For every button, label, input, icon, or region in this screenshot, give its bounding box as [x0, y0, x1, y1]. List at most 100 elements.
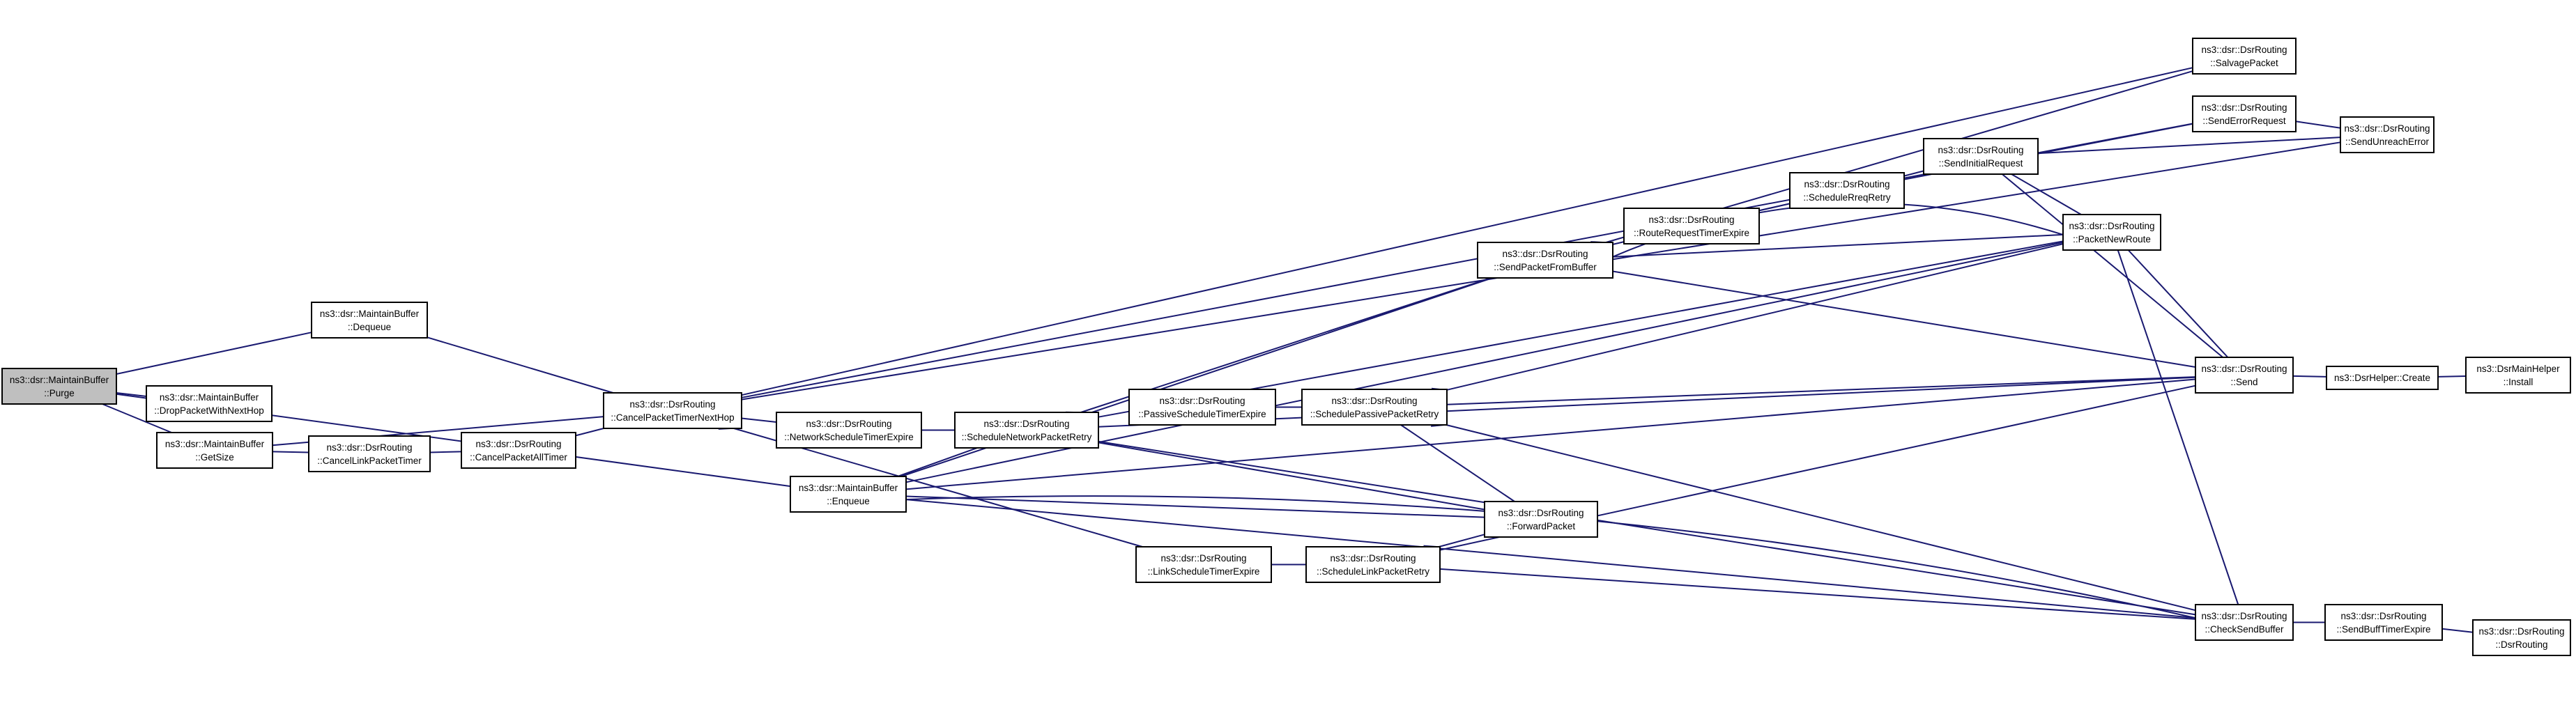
- call-edge-path: [898, 447, 978, 476]
- node-send-buff-timer-expire[interactable]: ns3::dsr::DsrRouting ::SendBuffTimerExpi…: [2324, 604, 2443, 641]
- node-dsr-main-helper-install[interactable]: ns3::DsrMainHelper ::Install: [2465, 357, 2571, 394]
- call-edge-path: [1440, 569, 2196, 620]
- call-edge-path: [1758, 203, 1790, 212]
- node-packet-new-route[interactable]: ns3::dsr::DsrRouting ::PacketNewRoute: [2062, 214, 2161, 251]
- node-salvage-packet[interactable]: ns3::dsr::DsrRouting ::SalvagePacket: [2192, 38, 2297, 75]
- node-label: ::NetworkScheduleTimerExpire: [784, 432, 914, 442]
- node-label: ns3::dsr::DsrRouting: [2069, 221, 2154, 231]
- node-label: ::GetSize: [195, 452, 234, 463]
- node-label: ::PassiveScheduleTimerExpire: [1138, 409, 1266, 419]
- call-edge: [116, 393, 147, 397]
- call-edge-path: [2442, 629, 2474, 633]
- call-edge-path: [2011, 174, 2082, 215]
- node-purge[interactable]: ns3::dsr::MaintainBuffer ::Purge: [1, 368, 117, 405]
- node-cancel-packet-timer-next-hop[interactable]: ns3::dsr::DsrRouting ::CancelPacketTimer…: [603, 392, 742, 429]
- node-dsr-helper-create[interactable]: ns3::DsrHelper::Create: [2326, 366, 2439, 390]
- call-edge-path: [2129, 250, 2229, 358]
- call-edge: [576, 428, 604, 435]
- node-drop-packet-with-next-hop[interactable]: ns3::dsr::MaintainBuffer ::DropPacketWit…: [146, 385, 273, 422]
- call-edge: [906, 499, 2196, 619]
- call-edge: [2011, 174, 2082, 215]
- node-dequeue[interactable]: ns3::dsr::MaintainBuffer ::Dequeue: [311, 302, 428, 339]
- node-send-error-request[interactable]: ns3::dsr::DsrRouting ::SendErrorRequest: [2192, 95, 2297, 132]
- node-get-size[interactable]: ns3::dsr::MaintainBuffer ::GetSize: [156, 432, 273, 469]
- node-send-unreach-error[interactable]: ns3::dsr::DsrRouting ::SendUnreachError: [2340, 116, 2435, 153]
- node-label: ::Dequeue: [348, 322, 391, 332]
- node-label: ::SendPacketFromBuffer: [1494, 262, 1597, 272]
- call-edge-path: [430, 451, 462, 452]
- node-label: ns3::dsr::DsrRouting: [1498, 508, 1584, 518]
- call-edge: [1440, 569, 2196, 620]
- node-label: ::CancelLinkPacketTimer: [317, 456, 422, 466]
- node-label: ::SendUnreachError: [2345, 137, 2430, 147]
- node-link-schedule-timer-expire[interactable]: ns3::dsr::DsrRouting ::LinkScheduleTimer…: [1135, 546, 1272, 583]
- node-label: ns3::dsr::DsrRouting: [1331, 396, 1417, 406]
- node-label: ns3::dsr::DsrRouting: [1648, 215, 1734, 225]
- node-send[interactable]: ns3::dsr::DsrRouting ::Send: [2195, 357, 2294, 394]
- node-route-request-timer-expire[interactable]: ns3::dsr::DsrRouting ::RouteRequestTimer…: [1623, 208, 1760, 244]
- node-cancel-packet-all-timer[interactable]: ns3::dsr::DsrRouting ::CancelPacketAllTi…: [461, 432, 576, 469]
- call-edge-path: [2038, 137, 2341, 153]
- node-label: ns3::dsr::DsrRouting: [806, 419, 891, 429]
- node-schedule-network-packet-retry[interactable]: ns3::dsr::DsrRouting ::ScheduleNetworkPa…: [954, 412, 1099, 449]
- node-cancel-link-packet-timer[interactable]: ns3::dsr::DsrRouting ::CancelLinkPacketT…: [308, 435, 431, 472]
- call-edge: [742, 67, 2193, 395]
- call-edge: [906, 378, 2196, 490]
- call-edge-path: [1401, 425, 1515, 502]
- node-label: ::ScheduleRreqRetry: [1803, 192, 1891, 203]
- call-edge-path: [273, 451, 309, 452]
- call-edge: [1098, 442, 1485, 511]
- node-label: ::PacketNewRoute: [2073, 234, 2151, 244]
- call-edge: [1613, 272, 2196, 368]
- node-label: ::Enqueue: [827, 496, 870, 506]
- call-edge-path: [1439, 534, 1485, 547]
- node-enqueue[interactable]: ns3::dsr::MaintainBuffer ::Enqueue: [790, 476, 907, 513]
- call-edge-path: [1447, 243, 2064, 390]
- node-label: ::SendInitialRequest: [1939, 158, 2023, 169]
- node-passive-schedule-timer-expire[interactable]: ns3::dsr::DsrRouting ::PassiveScheduleTi…: [1128, 389, 1276, 426]
- node-label: ns3::dsr::DsrRouting: [1159, 396, 1245, 406]
- call-edge: [2442, 629, 2474, 633]
- call-edge-path: [2293, 376, 2327, 377]
- node-label: ::Purge: [44, 388, 75, 398]
- node-check-send-buffer[interactable]: ns3::dsr::DsrRouting ::CheckSendBuffer: [2195, 604, 2294, 641]
- call-edge: [1098, 442, 2196, 616]
- call-edge: [742, 419, 777, 423]
- node-label: ns3::dsr::DsrRouting: [1160, 553, 1246, 564]
- node-label: ns3::dsr::MaintainBuffer: [320, 309, 420, 319]
- node-schedule-link-packet-retry[interactable]: ns3::dsr::DsrRouting ::ScheduleLinkPacke…: [1305, 546, 1441, 583]
- call-edge-path: [906, 499, 2196, 619]
- node-label: ns3::dsr::DsrRouting: [326, 442, 412, 453]
- call-edge-path: [1613, 241, 1625, 244]
- node-label: ns3::dsr::MaintainBuffer: [165, 439, 265, 449]
- call-edge: [2002, 174, 2223, 358]
- call-edge-path: [2118, 250, 2239, 605]
- call-edge-path: [1613, 272, 2196, 368]
- call-edge: [2038, 137, 2341, 153]
- call-edge-path: [1447, 376, 2196, 405]
- node-label: ns3::dsr::DsrRouting: [629, 399, 715, 410]
- node-label: ::DropPacketWithNextHop: [154, 405, 264, 416]
- call-edge: [2296, 121, 2341, 129]
- node-forward-packet[interactable]: ns3::dsr::DsrRouting ::ForwardPacket: [1484, 501, 1598, 538]
- call-edge: [2293, 376, 2327, 377]
- node-label: ns3::DsrHelper::Create: [2334, 373, 2430, 383]
- call-edge-path: [906, 497, 1485, 518]
- node-dsr-routing-constructor[interactable]: ns3::dsr::DsrRouting ::DsrRouting: [2472, 619, 2571, 656]
- call-edge: [273, 451, 309, 452]
- node-label: ::ScheduleNetworkPacketRetry: [962, 432, 1092, 442]
- node-label: ::ScheduleLinkPacketRetry: [1317, 566, 1429, 577]
- node-network-schedule-timer-expire[interactable]: ns3::dsr::DsrRouting ::NetworkScheduleTi…: [776, 412, 922, 449]
- node-label: ::CheckSendBuffer: [2205, 624, 2284, 635]
- node-send-initial-request[interactable]: ns3::dsr::DsrRouting ::SendInitialReques…: [1923, 138, 2039, 175]
- call-edge: [1401, 425, 1515, 502]
- node-label: ns3::dsr::DsrRouting: [2201, 364, 2287, 374]
- call-edge: [2129, 250, 2229, 358]
- node-send-packet-from-buffer[interactable]: ns3::dsr::DsrRouting ::SendPacketFromBuf…: [1477, 242, 1613, 279]
- node-label: ::SchedulePassivePacketRetry: [1310, 409, 1439, 419]
- node-schedule-passive-packet-retry[interactable]: ns3::dsr::DsrRouting ::SchedulePassivePa…: [1301, 389, 1448, 426]
- call-edge-path: [1613, 233, 2064, 257]
- node-label: ns3::DsrMainHelper: [2476, 364, 2560, 374]
- node-schedule-rreq-retry[interactable]: ns3::dsr::DsrRouting ::ScheduleRreqRetry: [1789, 172, 1905, 209]
- call-edge-path: [1446, 425, 2196, 612]
